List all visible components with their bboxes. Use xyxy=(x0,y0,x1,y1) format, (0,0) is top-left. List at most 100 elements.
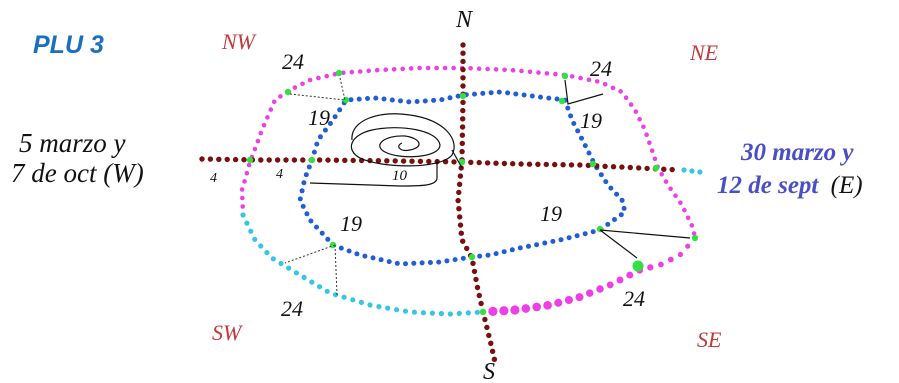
path-dot xyxy=(460,58,466,65)
path-dot xyxy=(373,95,379,101)
path-dot xyxy=(553,71,558,77)
path-dot xyxy=(327,121,333,126)
path-dot xyxy=(552,161,558,168)
path-dot xyxy=(546,95,552,101)
path-dot xyxy=(579,135,584,141)
path-dot xyxy=(378,257,384,263)
path-dot xyxy=(568,113,574,119)
path-dot xyxy=(602,82,608,87)
path-dot xyxy=(300,157,306,163)
path-dot xyxy=(472,91,477,97)
path-dot xyxy=(491,356,498,362)
path-dot xyxy=(509,247,515,253)
path-dot xyxy=(605,221,611,227)
path-dot xyxy=(586,150,592,156)
path-dot xyxy=(652,156,658,162)
path-dot xyxy=(460,42,466,48)
path-dot xyxy=(246,162,252,168)
path-dot xyxy=(564,295,573,305)
path-dot xyxy=(252,236,258,242)
ne-hour-marker xyxy=(564,79,604,105)
path-dot xyxy=(623,95,629,100)
path-dot xyxy=(457,222,464,228)
path-dot xyxy=(627,164,633,171)
path-dot xyxy=(663,179,669,184)
west-label-line1: 5 marzo y xyxy=(19,128,126,158)
path-dot xyxy=(577,162,583,168)
path-dot xyxy=(400,66,406,72)
path-dot xyxy=(554,298,563,307)
path-dot xyxy=(297,196,303,202)
path-dot xyxy=(496,89,502,95)
path-dot xyxy=(460,83,466,89)
path-dot xyxy=(366,68,372,74)
path-dot xyxy=(293,270,299,276)
path-dot xyxy=(618,212,624,218)
path-dot xyxy=(636,165,642,171)
path-dot xyxy=(575,128,581,134)
path-dot xyxy=(542,240,548,246)
path-dot xyxy=(271,99,277,105)
intersection-dot xyxy=(459,92,467,100)
path-dot xyxy=(501,249,507,255)
path-dot xyxy=(332,114,338,120)
path-dot xyxy=(337,107,343,113)
path-dot xyxy=(536,70,541,75)
path-dot xyxy=(637,116,642,122)
path-dot xyxy=(241,157,247,163)
path-dot xyxy=(400,158,407,164)
path-dot xyxy=(447,95,453,101)
path-dot xyxy=(501,160,508,167)
compass-n: N xyxy=(455,7,474,33)
path-dot xyxy=(633,109,639,114)
path-dot xyxy=(603,179,609,185)
path-dot xyxy=(349,69,355,75)
path-dot xyxy=(565,105,571,111)
path-dot xyxy=(240,195,245,201)
path-dot xyxy=(493,160,499,166)
path-dot xyxy=(375,158,382,164)
east-label-suffix: (E) xyxy=(831,172,863,199)
path-dot xyxy=(411,260,417,266)
path-dot xyxy=(554,96,560,102)
path-dot xyxy=(265,115,270,120)
path-dot xyxy=(268,107,274,112)
path-dot xyxy=(350,157,356,164)
path-dot xyxy=(431,97,437,103)
path-dot xyxy=(311,149,317,155)
path-dot xyxy=(456,181,463,187)
path-dot xyxy=(621,205,627,211)
path-dot xyxy=(566,235,572,241)
path-dot xyxy=(261,122,267,128)
path-dot xyxy=(451,65,456,71)
path-dot xyxy=(574,233,580,239)
intersection-dot xyxy=(561,72,569,80)
path-dot xyxy=(264,250,270,256)
path-dot xyxy=(270,256,276,262)
path-dot xyxy=(391,67,397,72)
path-dot xyxy=(341,70,346,76)
path-dot xyxy=(568,162,575,168)
path-dot xyxy=(342,157,348,163)
path-dot xyxy=(518,161,524,167)
hour-ne-24: 24 xyxy=(590,56,612,81)
path-dot xyxy=(582,231,588,237)
path-dot xyxy=(274,157,281,163)
intersection-dot xyxy=(558,97,566,105)
path-dot xyxy=(383,67,389,72)
path-dot xyxy=(558,237,564,243)
path-dot xyxy=(402,308,409,314)
path-dot xyxy=(471,268,478,275)
path-dot xyxy=(381,96,387,102)
path-dot xyxy=(370,255,376,261)
path-dot xyxy=(550,238,556,244)
path-dot xyxy=(409,158,415,164)
path-dot xyxy=(455,197,461,204)
path-dot xyxy=(510,161,516,167)
path-dot xyxy=(486,332,492,339)
path-dot xyxy=(252,146,258,152)
path-dot xyxy=(434,65,439,71)
hour-se-19: 19 xyxy=(540,201,562,226)
path-dot xyxy=(325,236,331,242)
